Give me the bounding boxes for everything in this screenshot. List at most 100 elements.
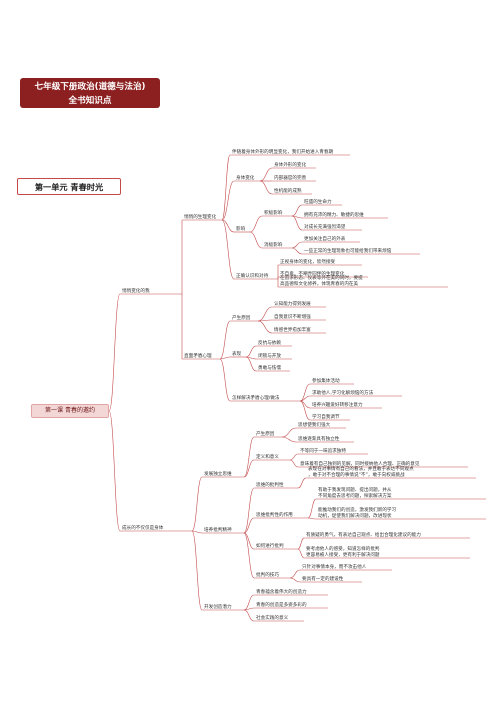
doc-title-line2: 全书知识点 [68, 96, 112, 106]
node-n2c2: 青春的创造是多姿多彩的 [256, 601, 307, 608]
node-n2c1: 青春蕴含着伟大的创造力 [256, 588, 307, 595]
node-n2a1a: 思想使我们强大 [298, 421, 331, 428]
node-n1b2a: 反抗与依赖 [258, 339, 281, 346]
connector-n2c1 [243, 594, 255, 611]
node-n2a2a: 不等同于一味追求独特 [300, 447, 346, 454]
connector-n1b1c [257, 320, 273, 334]
connector-n1a3 [221, 219, 235, 233]
node-n1b1: 产生原因 [232, 314, 251, 321]
node-n1b1c: 情感世界愈加丰富 [274, 326, 311, 333]
unit-title: 第一单元 青春时光 [17, 178, 121, 195]
node-n2b3b: 要考虑他人的感受，知道怎样的批判更容易被人接受，更有利于解决问题 [306, 545, 380, 558]
connector-n1b1a [257, 306, 273, 322]
connector-n1b1b [257, 319, 273, 322]
node-n2b: 培养批判精神 [204, 526, 232, 533]
connector-n1a3a1 [291, 204, 303, 217]
connector-n1a4 [221, 219, 235, 280]
node-n1a3b1: 更加关注自己的外表 [304, 235, 346, 242]
connector-n2b1 [243, 487, 255, 534]
node-n1b3a: 参加集体活动 [312, 377, 340, 384]
lesson-root-node: 第一课 青春的邀约 [31, 404, 109, 418]
node-n2a1: 产生原因 [256, 430, 275, 437]
connector-n1b3b [299, 395, 311, 402]
node-n1b2b: 闭锁与开放 [258, 352, 281, 359]
node-n2c: 开发创造潜力 [204, 603, 232, 610]
node-n1b2c: 勇敢与怯懦 [258, 364, 281, 371]
node-n1a2c: 性机能的成熟 [274, 187, 302, 194]
connector-n2a1a [281, 427, 297, 438]
connector-n1b1 [219, 320, 231, 360]
connector-n1a3b [249, 231, 263, 249]
node-n2b1a: 表现在对事情有自己的看法，并且敢于表达不同观点，敢于对不合理的事情说“不”，敢于… [308, 465, 414, 478]
connector-n2b4a [289, 569, 301, 579]
node-n1a4c: 在追求形态、仪表等外在美的同时，要提高品德和文化修养，体现青春的内在美 [280, 274, 363, 287]
connector-n2b [191, 530, 203, 534]
node-n2b2b: 能推动我们的创造，激发我们新的学习动机，促使我们解决问题，改进现状 [318, 506, 397, 519]
connector-n1a3b1 [291, 241, 303, 249]
connector-n2a [191, 476, 203, 532]
node-n1: 悄悄变化的我 [122, 287, 150, 294]
connector-n1b2 [219, 356, 231, 360]
node-n1a2: 身体变化 [236, 174, 255, 181]
node-n1a3: 影响 [236, 225, 246, 232]
node-n1a4: 正确认识和对待 [236, 272, 269, 279]
connector-n1b3 [219, 358, 231, 402]
connector-n2a2b [289, 459, 299, 468]
node-n2a2b: 意味着有自己独到的见解，同时接纳他人合理、正确的意见 [300, 460, 420, 467]
connector-n1b2a [245, 345, 257, 358]
node-n1b: 直面矛盾心理 [184, 352, 212, 359]
connector-n1a1 [221, 154, 231, 221]
node-n2b2: 思维批判性的作用 [256, 511, 293, 518]
node-n1a1: 伴随着身体外形的明显变化，我们开始进入青春期 [232, 148, 333, 155]
node-n2b2a: 有助于我发现问题、提出问题，并从不同角度去思考问题，探索解决方案 [318, 486, 392, 499]
connector-n2a2a [289, 453, 299, 461]
node-n1b2: 表现 [232, 350, 242, 357]
connector-n1 [108, 293, 121, 412]
node-n1a4b: 不自卑，不嘲弄同伴的生理变化 [280, 270, 345, 277]
connector-n2b1a [297, 477, 307, 489]
connector-n2b3 [243, 532, 255, 550]
node-n2b4a: 只针对事情本身，而不攻击他人 [302, 563, 367, 570]
node-n1a2a: 身体外形的变化 [274, 161, 307, 168]
connector-n2c [191, 530, 203, 611]
node-n1b3b: 求助他人,学习化解烦恼的方法 [312, 389, 374, 396]
node-n1a3a: 积极影响 [264, 209, 283, 216]
connector-n2 [108, 410, 121, 532]
connector-n2b4 [243, 532, 255, 579]
connector-n1a3b2 [291, 247, 303, 255]
connector-n2a1b [281, 436, 297, 443]
connector-n2b2a [307, 498, 317, 519]
doc-title-banner: 七年级下册政治(道德与法治) 全书知识点 [20, 78, 160, 108]
node-n2b3a: 有质疑的勇气，有表达自己观点、给出合理化建议的能力 [306, 531, 421, 538]
connector-n1b3d [299, 400, 311, 421]
node-n1a2b: 内部器官的完善 [274, 174, 307, 181]
connector-n2b3b [297, 548, 305, 559]
node-n2a: 发展独立思维 [204, 470, 232, 477]
connector-n2b2 [243, 517, 255, 534]
connector-n2c3 [243, 609, 255, 622]
node-n1a3a2: 拥有充沛的精力、敏捷的思维 [304, 211, 364, 218]
node-n1b1a: 认知能力得到发展 [274, 300, 311, 307]
node-n1b3d: 学习自我调节 [312, 413, 340, 420]
node-n2b4: 批判的技巧 [256, 571, 279, 578]
connector-n2b4b [289, 577, 301, 583]
node-n2b4b: 要具有一定的建设性 [302, 575, 344, 582]
connector-n2b2b [307, 517, 317, 520]
node-n2b3: 如何进行批判 [256, 542, 284, 549]
connector-n1a3a [249, 215, 263, 233]
connector-n2a2 [243, 459, 255, 478]
connector-n1b3a [299, 383, 311, 402]
node-n1a3a3: 对成长充满强烈渴望 [304, 223, 346, 230]
node-n1b1b: 自我意识不断增强 [274, 313, 311, 320]
connector-n1a3a3 [291, 215, 303, 231]
node-n1a3b2: 一些正常的生理现象也可能给我们带来烦恼 [304, 247, 392, 254]
node-n1a3a1: 旺盛的生命力 [304, 198, 332, 205]
node-n2c3: 社会实践的意义 [256, 614, 289, 621]
node-n2a1b: 思维逐渐具有独立性 [298, 435, 340, 442]
node-n1a3b: 消极影响 [264, 241, 283, 248]
node-n1a4a: 正视身体的变化，欣然接受 [280, 258, 336, 265]
node-n1a: 悄悄的生理变化 [184, 213, 217, 220]
connector-n1a2c [259, 180, 273, 195]
